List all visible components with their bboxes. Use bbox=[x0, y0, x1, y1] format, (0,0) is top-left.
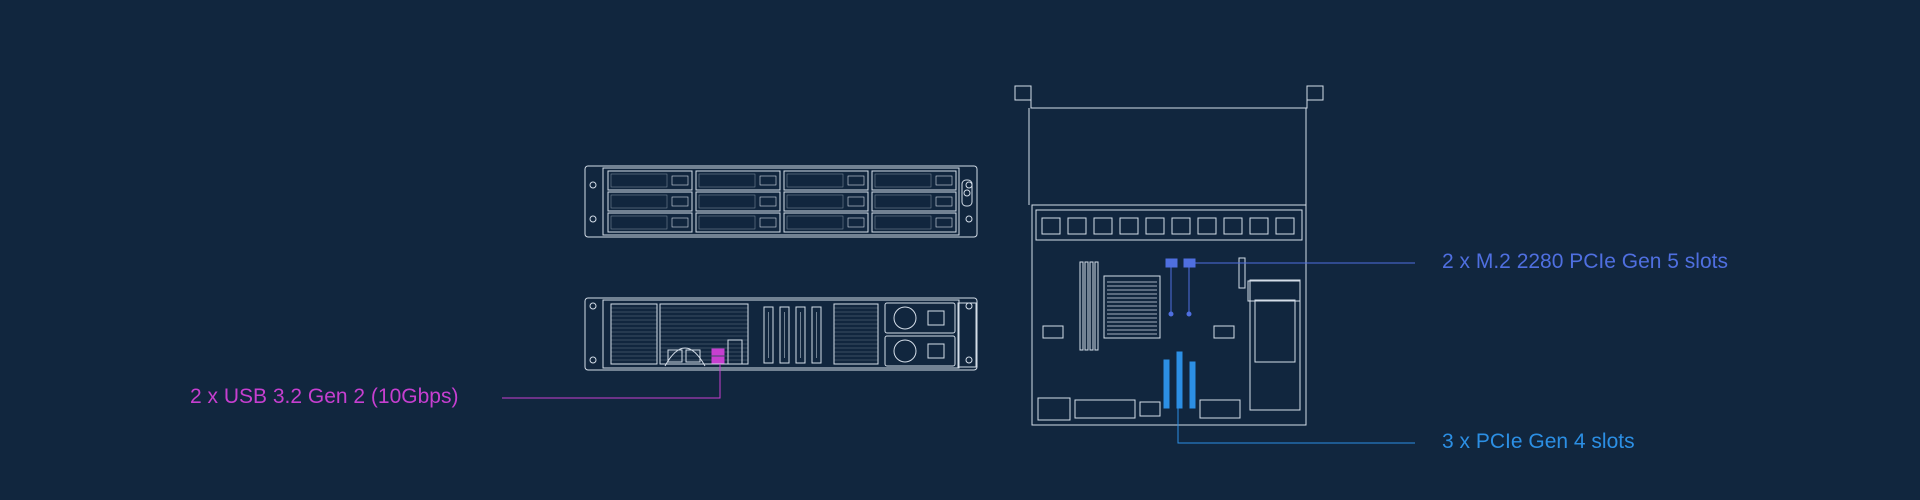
pcie-callout-label: 3 x PCIe Gen 4 slots bbox=[1442, 430, 1635, 453]
fan bbox=[1041, 217, 1061, 235]
pcie-slot-highlight bbox=[1189, 361, 1196, 409]
fan-row bbox=[1041, 217, 1295, 235]
fan bbox=[1119, 217, 1139, 235]
front-drive-bays bbox=[607, 170, 957, 233]
pcie-bracket bbox=[779, 306, 790, 364]
usb-port-highlight bbox=[711, 356, 725, 364]
pcie-leader-line bbox=[1177, 408, 1415, 444]
drive-bay bbox=[871, 212, 957, 233]
drive-bay bbox=[871, 170, 957, 191]
drive-bay bbox=[607, 191, 693, 212]
m2-slot-highlight bbox=[1165, 258, 1178, 268]
fan bbox=[1275, 217, 1295, 235]
drive-bay bbox=[783, 212, 869, 233]
dimm-slot bbox=[1079, 261, 1084, 351]
drive-bay bbox=[607, 212, 693, 233]
top-view bbox=[1014, 85, 1324, 426]
m2-callout-label: 2 x M.2 2280 PCIe Gen 5 slots bbox=[1442, 250, 1728, 273]
pcie-slot-highlight bbox=[1176, 351, 1183, 409]
usb-callout-label: 2 x USB 3.2 Gen 2 (10Gbps) bbox=[190, 385, 459, 408]
drive-bay bbox=[871, 191, 957, 212]
fan bbox=[1093, 217, 1113, 235]
dimm-slot bbox=[1084, 261, 1089, 351]
rear-view bbox=[584, 297, 978, 371]
usb-leader-line bbox=[502, 364, 721, 399]
fan bbox=[1249, 217, 1269, 235]
fan bbox=[1067, 217, 1087, 235]
drive-bay bbox=[695, 191, 781, 212]
pcie-bracket bbox=[795, 306, 806, 364]
dimm-slot bbox=[1094, 261, 1099, 351]
rear-pcie-brackets bbox=[763, 306, 822, 364]
pcie-bracket bbox=[763, 306, 774, 364]
fan bbox=[1223, 217, 1243, 235]
dimm-slot bbox=[1089, 261, 1094, 351]
drive-bay bbox=[695, 212, 781, 233]
dimm-slots bbox=[1079, 261, 1099, 351]
fan bbox=[1197, 217, 1217, 235]
drive-bay bbox=[607, 170, 693, 191]
fan bbox=[1171, 217, 1191, 235]
fan bbox=[1145, 217, 1165, 235]
vertical-connector bbox=[1238, 257, 1246, 289]
drive-bay bbox=[783, 191, 869, 212]
cpu-heatsink bbox=[1107, 281, 1157, 335]
drive-bay bbox=[695, 170, 781, 191]
usb-port-highlight bbox=[711, 348, 725, 356]
pcie-bracket bbox=[811, 306, 822, 364]
pcie-slot-highlight bbox=[1163, 359, 1170, 409]
front-view bbox=[584, 165, 978, 238]
drive-bay bbox=[783, 170, 869, 191]
